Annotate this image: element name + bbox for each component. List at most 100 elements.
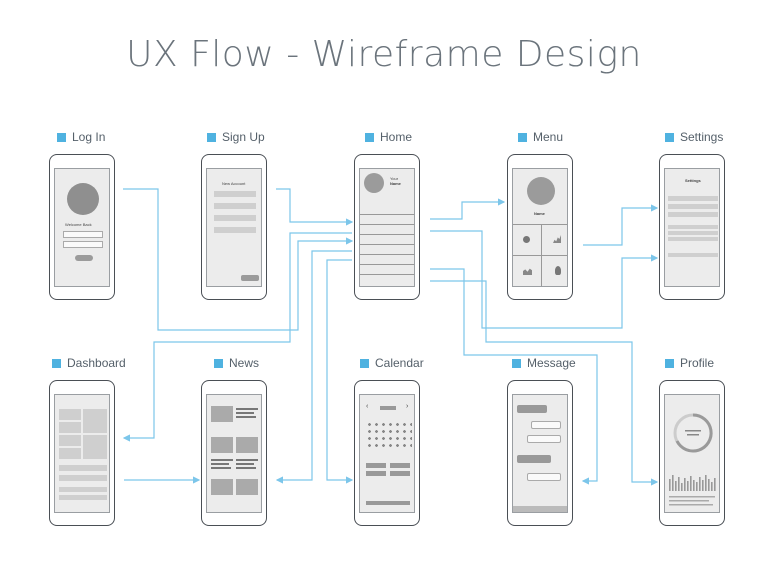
news-image <box>236 479 258 495</box>
phone-login[interactable]: Welcome Back <box>49 154 115 300</box>
news-image <box>211 406 233 422</box>
phone-profile[interactable] <box>659 380 725 526</box>
news-text-line <box>211 467 231 469</box>
news-image <box>236 437 258 453</box>
screen-label-menu: Menu <box>518 130 563 144</box>
message-bubble-received <box>517 405 547 413</box>
calendar-event <box>366 463 386 468</box>
username-field[interactable] <box>63 231 103 238</box>
signup-field[interactable] <box>214 203 256 209</box>
list-divider <box>360 234 414 235</box>
screen-label-dashboard: Dashboard <box>52 356 126 370</box>
news-text-line <box>236 412 254 414</box>
screen-label-signup: Sign Up <box>207 130 265 144</box>
screen-news <box>206 394 262 513</box>
calendar-event <box>390 463 410 468</box>
screen-calendar: ‹ › <box>359 394 415 513</box>
calendar-event <box>390 471 410 476</box>
login-button[interactable] <box>75 255 93 261</box>
password-field[interactable] <box>63 241 103 248</box>
connector-home-settings <box>430 230 659 329</box>
list-divider <box>360 214 414 215</box>
connector-signup-home <box>276 188 354 226</box>
calendar-day-grid[interactable] <box>366 421 412 451</box>
dashboard-tile <box>59 448 81 459</box>
dashboard-tile <box>59 422 81 433</box>
label-square-icon <box>360 358 369 368</box>
list-divider <box>360 254 414 255</box>
list-divider <box>360 274 414 275</box>
profile-ring-chart <box>669 413 716 506</box>
message-input-bar[interactable] <box>513 506 567 512</box>
settings-toggle-row[interactable] <box>668 253 718 257</box>
news-text-line <box>236 416 256 418</box>
dashboard-tile <box>59 409 81 420</box>
home-name-text: Name <box>390 181 401 186</box>
screen-settings: Settings <box>664 168 720 287</box>
page-title: UX Flow - Wireframe Design <box>126 34 642 75</box>
signup-field[interactable] <box>214 227 256 233</box>
pie-chart-icon[interactable] <box>523 236 530 243</box>
connector-home-dashboard <box>122 232 352 442</box>
screen-home: Your Name <box>359 168 415 287</box>
message-bubble-received <box>517 455 551 463</box>
list-divider <box>360 264 414 265</box>
signup-field[interactable] <box>214 215 256 221</box>
connector-home-profile <box>430 280 659 486</box>
area-chart-icon[interactable] <box>523 268 532 275</box>
bar-chart-icon[interactable] <box>553 235 561 243</box>
news-text-line <box>236 408 258 410</box>
bulb-icon[interactable] <box>555 266 561 275</box>
avatar <box>364 173 384 193</box>
screen-label-profile: Profile <box>665 356 714 370</box>
news-text-line <box>236 459 258 461</box>
news-image <box>211 437 233 453</box>
screen-label-calendar: Calendar <box>360 356 424 370</box>
settings-row[interactable] <box>668 204 718 209</box>
message-bubble-sent <box>527 473 561 481</box>
news-text-line <box>236 463 254 465</box>
phone-home[interactable]: Your Name <box>354 154 420 300</box>
label-square-icon <box>665 358 674 368</box>
screen-profile <box>664 394 720 513</box>
screen-label-home: Home <box>365 130 412 144</box>
list-divider <box>360 224 414 225</box>
phone-menu[interactable]: Name <box>507 154 573 300</box>
settings-toggle-row[interactable] <box>668 225 718 229</box>
signup-button[interactable] <box>241 275 259 281</box>
welcome-text: Welcome Back <box>65 222 92 227</box>
signup-heading: New Account <box>222 181 246 186</box>
avatar <box>67 183 99 215</box>
settings-row[interactable] <box>668 212 718 217</box>
dashboard-row <box>59 487 107 492</box>
label-square-icon <box>214 358 223 368</box>
menu-name-text: Name <box>534 211 545 216</box>
settings-toggle-row[interactable] <box>668 237 718 241</box>
avatar <box>527 177 555 205</box>
screen-login: Welcome Back <box>54 168 110 287</box>
phone-signup[interactable]: New Account <box>201 154 267 300</box>
settings-toggle-row[interactable] <box>668 231 718 235</box>
phone-news[interactable] <box>201 380 267 526</box>
screen-label-message: Message <box>512 356 576 370</box>
news-text-line <box>211 463 229 465</box>
phone-message[interactable] <box>507 380 573 526</box>
calendar-footer-bar <box>366 501 410 505</box>
dashboard-row <box>59 495 107 500</box>
news-image <box>211 479 233 495</box>
label-square-icon <box>512 358 521 368</box>
label-square-icon <box>518 132 527 142</box>
signup-field[interactable] <box>214 191 256 197</box>
phone-calendar[interactable]: ‹ › <box>354 380 420 526</box>
message-bubble-sent <box>531 421 561 429</box>
next-month-icon[interactable]: › <box>406 403 409 410</box>
settings-row[interactable] <box>668 196 718 201</box>
label-square-icon <box>365 132 374 142</box>
news-text-line <box>236 467 256 469</box>
prev-month-icon[interactable]: ‹ <box>366 403 369 410</box>
phone-dashboard[interactable] <box>49 380 115 526</box>
screen-label-login: Log In <box>57 130 105 144</box>
connector-menu-settings <box>583 204 659 246</box>
phone-settings[interactable]: Settings <box>659 154 725 300</box>
